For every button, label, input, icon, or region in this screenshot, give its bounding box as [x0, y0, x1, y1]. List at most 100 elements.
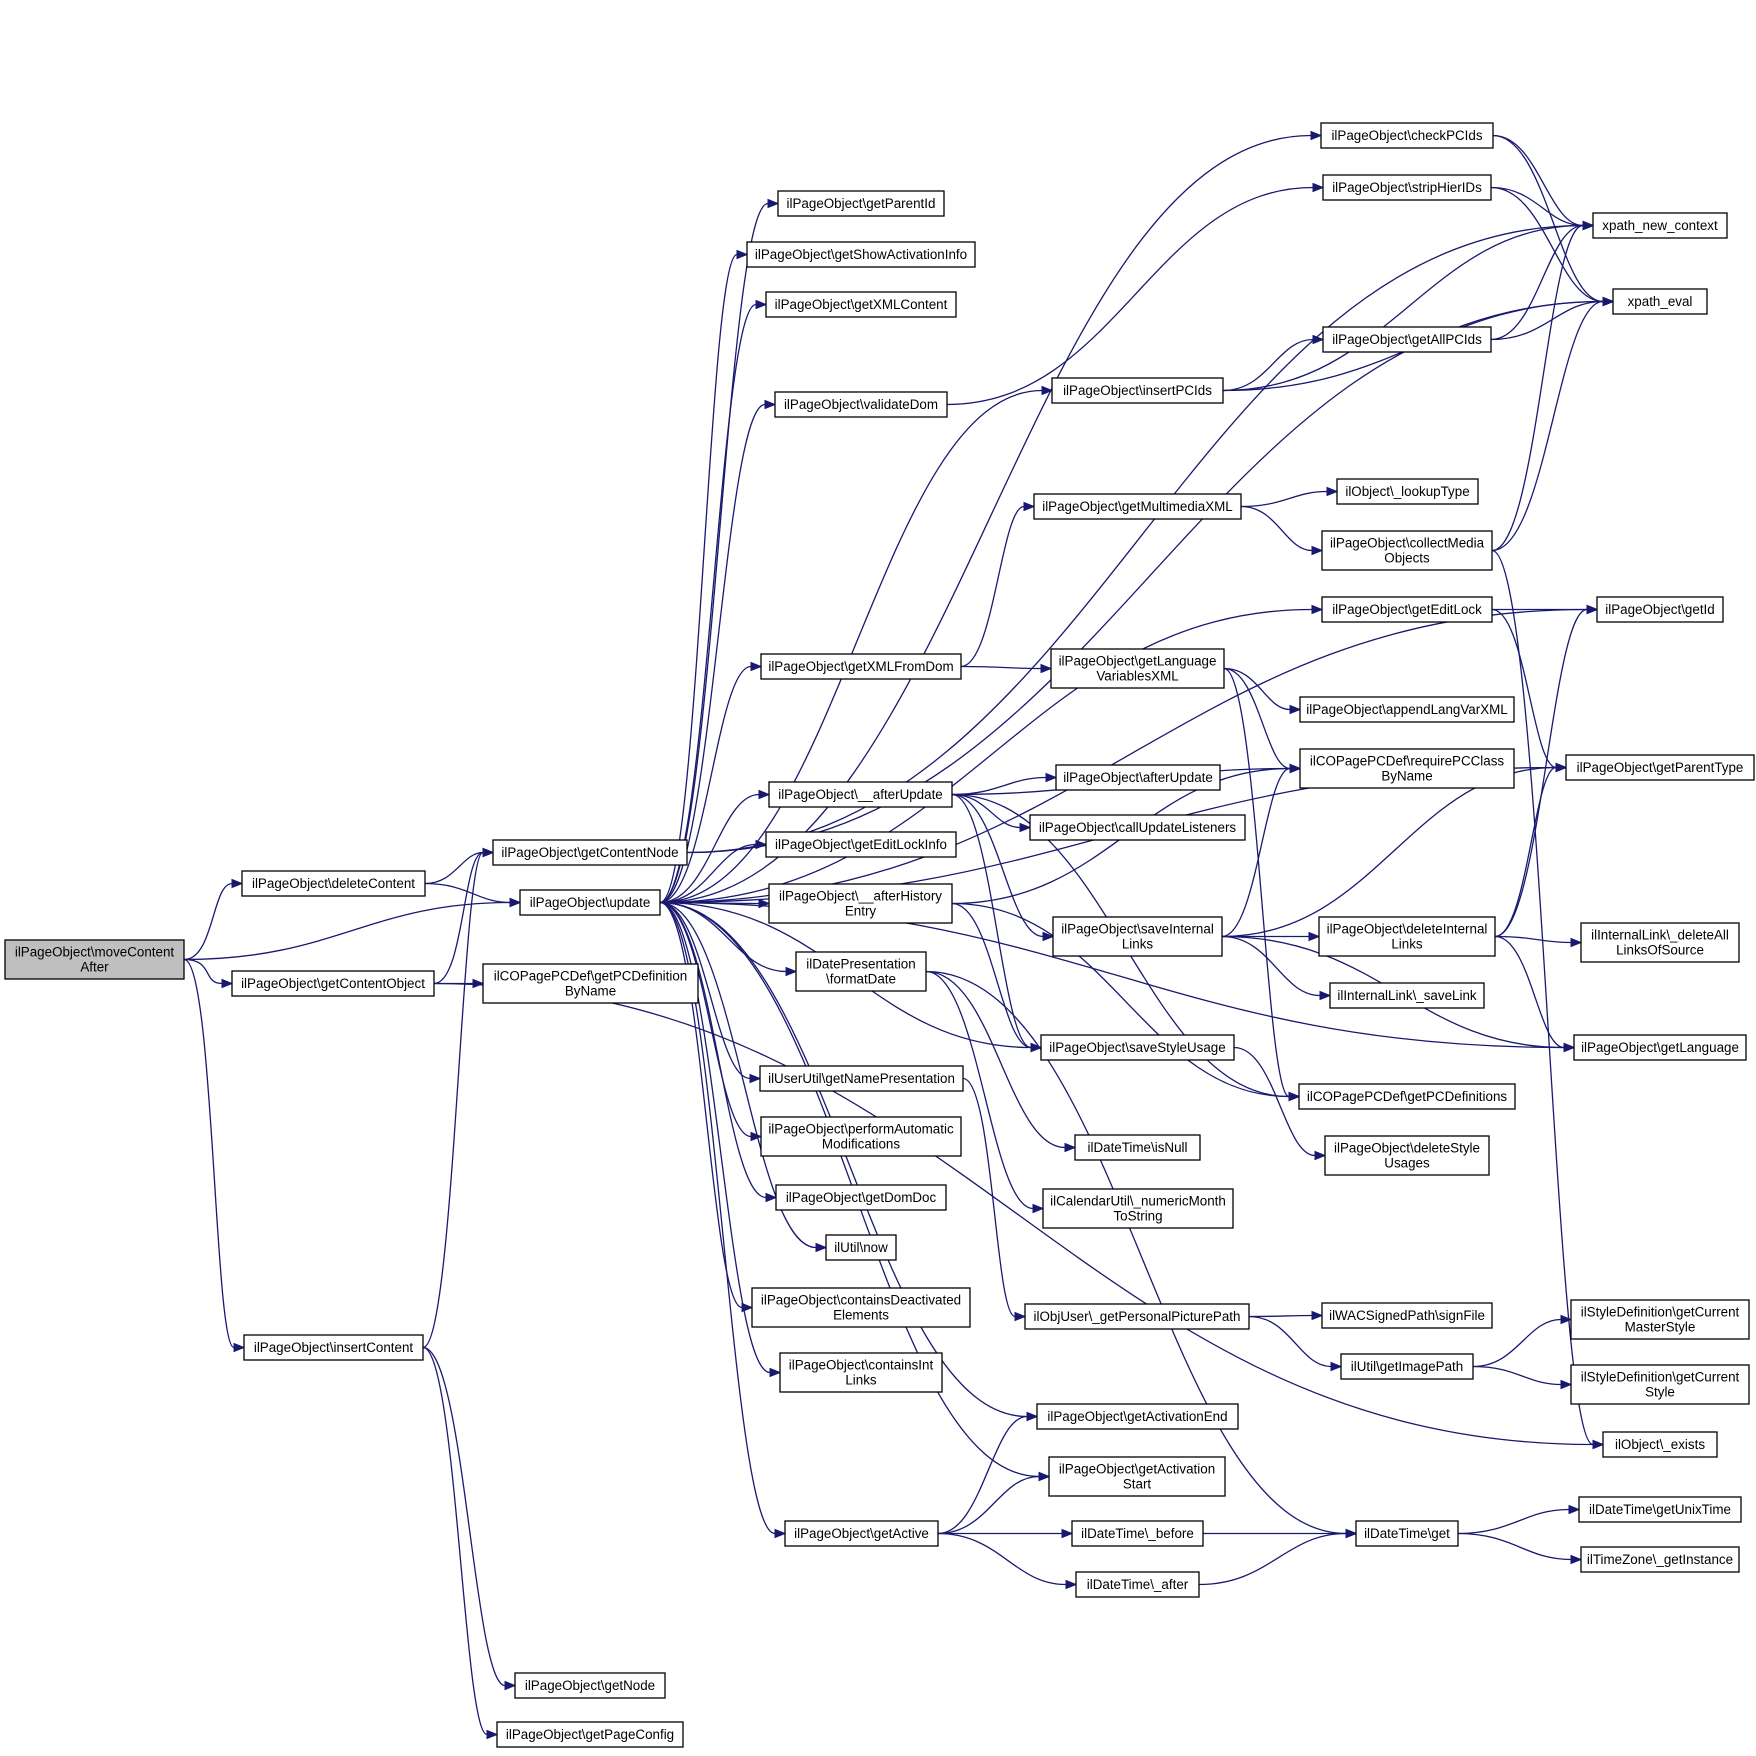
- node-label: ilPageObject\collectMedia: [1330, 536, 1485, 551]
- node-get-content-node[interactable]: ilPageObject\getContentNode: [492, 839, 688, 866]
- node-dt-before[interactable]: ilDateTime\_before: [1071, 1520, 1204, 1547]
- node-after-update-u[interactable]: ilPageObject\__afterUpdate: [768, 781, 953, 808]
- node-xpath-new-context[interactable]: xpath_new_context: [1592, 212, 1728, 239]
- node-strip-hier-ids[interactable]: ilPageObject\stripHierIDs: [1322, 174, 1492, 201]
- edge-dt-get-to-get-instance: [1457, 1532, 1572, 1561]
- edge-get-active-to-dt-after: [937, 1532, 1067, 1586]
- node-box: [775, 1184, 947, 1211]
- node-box: [241, 870, 426, 897]
- node-get-pcdefinitions[interactable]: ilCOPagePCDef\getPCDefinitions: [1298, 1083, 1516, 1110]
- node-append-lang-var-xml[interactable]: ilPageObject\appendLangVarXML: [1299, 696, 1515, 723]
- arrowhead: [221, 978, 234, 989]
- edge-get-all-pcids-to-xpath-eval: [1490, 300, 1604, 341]
- node-get-id[interactable]: ilPageObject\getId: [1596, 596, 1724, 623]
- node-get-all-pcids[interactable]: ilPageObject\getAllPCIds: [1322, 326, 1492, 353]
- node-box: [1612, 288, 1708, 315]
- node-get-personal-picture-path[interactable]: ilObjUser\_getPersonalPicturePath: [1024, 1303, 1250, 1330]
- node-insert-content[interactable]: ilPageObject\insertContent: [243, 1334, 424, 1361]
- node-update[interactable]: ilPageObject\update: [519, 889, 661, 916]
- arrowhead: [1570, 937, 1583, 948]
- node-get-image-path[interactable]: ilUtil\getImagePath: [1340, 1353, 1474, 1380]
- arrowhead: [1560, 1314, 1573, 1325]
- node-label: ilObjUser\_getPersonalPicturePath: [1034, 1309, 1241, 1324]
- arrowhead: [1311, 1310, 1324, 1321]
- node-box: [1329, 982, 1485, 1009]
- arrowhead: [750, 1131, 763, 1142]
- arrowhead: [1312, 334, 1325, 345]
- node-get-activation-end[interactable]: ilPageObject\getActivationEnd: [1036, 1403, 1239, 1430]
- node-check-pcids[interactable]: ilPageObject\checkPCIds: [1320, 122, 1494, 149]
- node-label: ilInternalLink\_deleteAll: [1591, 928, 1729, 943]
- node-insert-pcids[interactable]: ilPageObject\insertPCIds: [1051, 377, 1224, 404]
- node-box: [825, 1234, 897, 1261]
- node-get-parent-id[interactable]: ilPageObject\getParentId: [777, 190, 945, 217]
- node-util-now[interactable]: ilUtil\now: [825, 1234, 897, 1261]
- arrowhead: [1560, 1379, 1573, 1390]
- node-get-edit-lock-info[interactable]: ilPageObject\getEditLockInfo: [765, 831, 957, 858]
- node-call-update-listeners[interactable]: ilPageObject\callUpdateListeners: [1029, 814, 1246, 841]
- node-format-date[interactable]: ilDatePresentation\formatDate: [795, 951, 927, 992]
- node-label: ilPageObject\getActivationEnd: [1047, 1409, 1227, 1424]
- arrowhead: [1555, 762, 1568, 773]
- node-box: [1324, 1135, 1490, 1176]
- node-box: [784, 1520, 939, 1547]
- node-get-node[interactable]: ilPageObject\getNode: [514, 1672, 666, 1699]
- node-label: ilPageObject\getAllPCIds: [1332, 332, 1482, 347]
- node-get-edit-lock[interactable]: ilPageObject\getEditLock: [1321, 596, 1493, 623]
- node-get-parent-type[interactable]: ilPageObject\getParentType: [1565, 754, 1755, 781]
- edge-update-to-get-dom-doc: [659, 901, 767, 1199]
- node-dt-after[interactable]: ilDateTime\_after: [1075, 1571, 1200, 1598]
- node-xpath-eval[interactable]: xpath_eval: [1612, 288, 1708, 315]
- node-get-page-config[interactable]: ilPageObject\getPageConfig: [496, 1721, 684, 1748]
- node-save-link[interactable]: ilInternalLink\_saveLink: [1329, 982, 1485, 1009]
- node-save-style-usage[interactable]: ilPageObject\saveStyleUsage: [1040, 1034, 1235, 1061]
- node-validate-dom[interactable]: ilPageObject\validateDom: [774, 391, 948, 418]
- node-get-language[interactable]: ilPageObject\getLanguage: [1573, 1034, 1747, 1061]
- node-get-active[interactable]: ilPageObject\getActive: [784, 1520, 939, 1547]
- node-box: [1048, 1456, 1226, 1497]
- node-get-instance[interactable]: ilTimeZone\_getInstance: [1580, 1546, 1740, 1573]
- node-get-unix-time[interactable]: ilDateTime\getUnixTime: [1578, 1496, 1742, 1523]
- node-get-content-object[interactable]: ilPageObject\getContentObject: [231, 970, 435, 997]
- node-box: [1321, 596, 1493, 623]
- node-is-null[interactable]: ilDateTime\isNull: [1074, 1134, 1201, 1161]
- node-get-dom-doc[interactable]: ilPageObject\getDomDoc: [775, 1184, 947, 1211]
- edge-update-to-contains-int-links: [659, 901, 771, 1374]
- node-get-multimedia-xml[interactable]: ilPageObject\getMultimediaXML: [1033, 493, 1242, 520]
- node-get-show-activation-info[interactable]: ilPageObject\getShowActivationInfo: [746, 241, 976, 268]
- node-perform-automatic-modifications[interactable]: ilPageObject\performAutomaticModificatio…: [760, 1116, 962, 1157]
- node-label: ilDateTime\getUnixTime: [1589, 1502, 1731, 1517]
- edge-get-content-object-to-obj-exists: [433, 982, 1594, 1446]
- node-dt-get[interactable]: ilDateTime\get: [1355, 1520, 1459, 1547]
- node-label: Entry: [845, 904, 877, 919]
- node-get-xmlcontent[interactable]: ilPageObject\getXMLContent: [765, 291, 957, 318]
- node-label: ilPageObject\getLanguage: [1581, 1040, 1739, 1055]
- node-box: [1055, 764, 1221, 791]
- arrowhead: [755, 839, 768, 850]
- node-sign-file[interactable]: ilWACSignedPath\signFile: [1321, 1302, 1493, 1329]
- node-after-update[interactable]: ilPageObject\afterUpdate: [1055, 764, 1221, 791]
- node-get-name-presentation[interactable]: ilUserUtil\getNamePresentation: [759, 1065, 964, 1092]
- node-lookup-type[interactable]: ilObject\_lookupType: [1336, 478, 1479, 505]
- node-delete-content[interactable]: ilPageObject\deleteContent: [241, 870, 426, 897]
- node-get-xmlfrom-dom[interactable]: ilPageObject\getXMLFromDom: [760, 653, 962, 680]
- node-obj-exists[interactable]: ilObject\_exists: [1602, 1431, 1718, 1458]
- arrowhead: [1042, 931, 1055, 942]
- node-label: ilPageObject\deleteInternal: [1327, 922, 1488, 937]
